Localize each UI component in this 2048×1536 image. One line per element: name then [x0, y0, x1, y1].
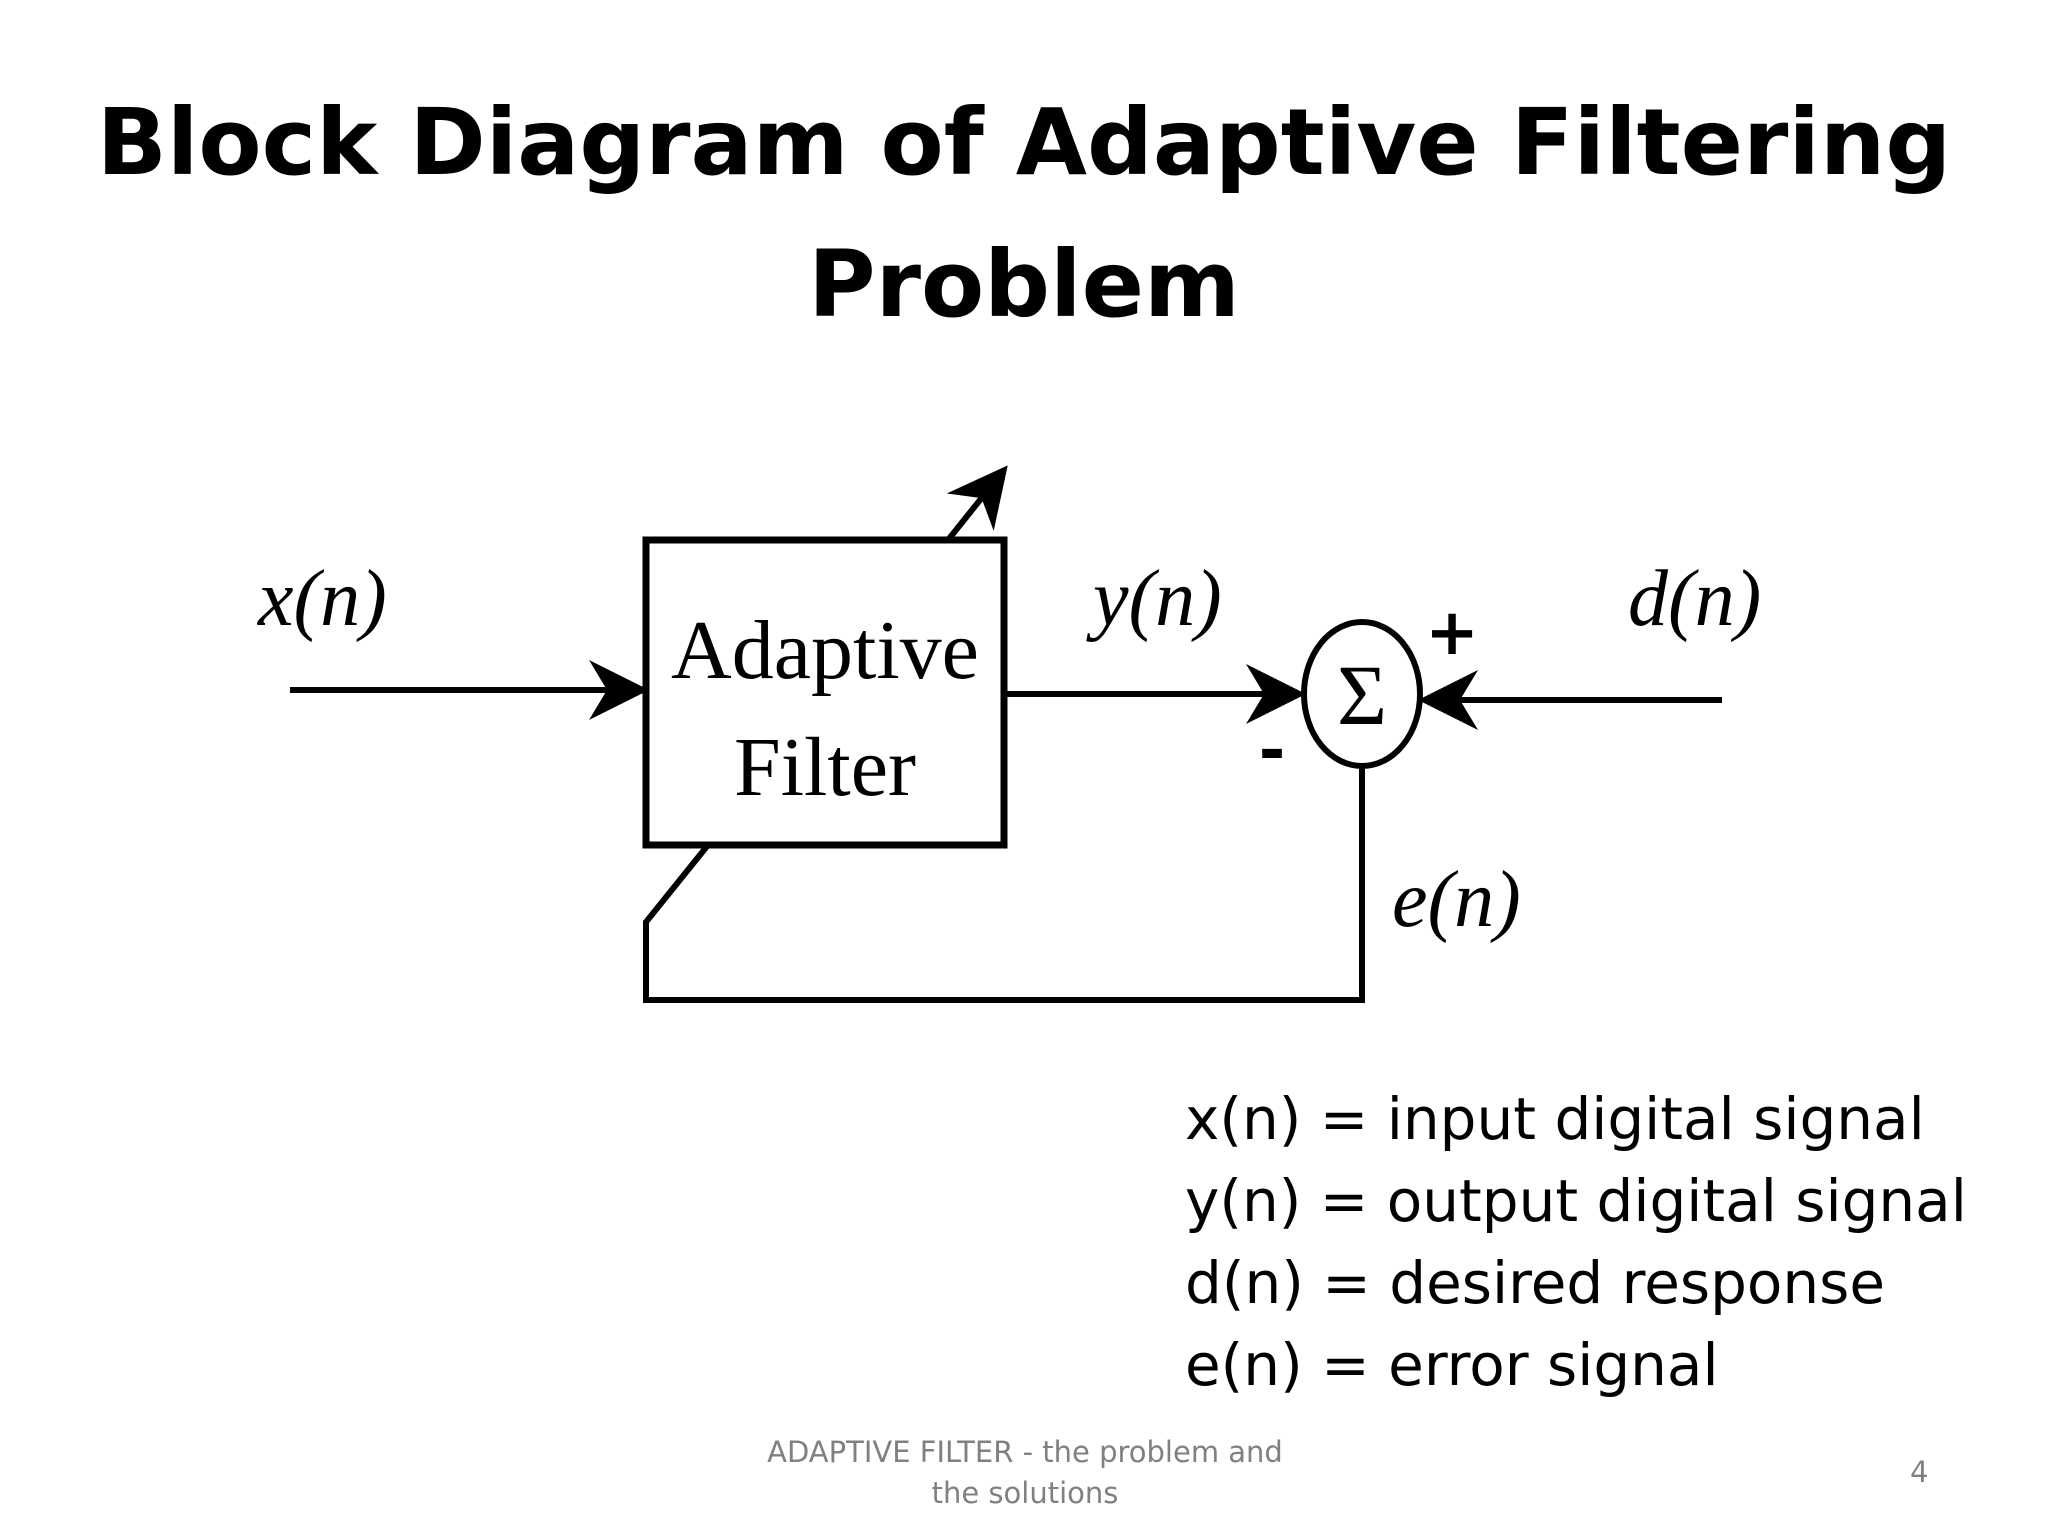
desired-label: d(n) [1628, 555, 1761, 643]
output-label: y(n) [1086, 555, 1222, 643]
error-feedback-path [643, 766, 1365, 1003]
error-label: e(n) [1392, 856, 1521, 944]
adaptation-arrow [945, 465, 1008, 542]
slide-footer: ADAPTIVE FILTER - the problem and the so… [767, 1435, 1283, 1510]
legend-item-desired: d(n) = desired response [1185, 1249, 1886, 1317]
signal-legend: x(n) = input digital signal y(n) = outpu… [1185, 1078, 1967, 1406]
input-label: x(n) [257, 555, 387, 643]
title-line-1: Block Diagram of Adaptive Filtering [96, 89, 1952, 196]
plus-sign: + [1425, 596, 1479, 670]
filter-label-line-2: Filter [734, 721, 916, 814]
legend-item-input: x(n) = input digital signal [1185, 1085, 1925, 1153]
minus-sign: - [1259, 714, 1286, 788]
filter-label-line-1: Adaptive [671, 604, 979, 697]
sigma-symbol: Σ [1337, 647, 1387, 743]
slide-title: Block Diagram of Adaptive Filtering Prob… [0, 72, 2048, 356]
adaptive-filter-block [642, 536, 1008, 849]
legend-item-error: e(n) = error signal [1185, 1331, 1719, 1399]
legend-item-output: y(n) = output digital signal [1185, 1167, 1967, 1235]
page-number: 4 [1910, 1455, 1929, 1489]
title-line-2: Problem [808, 231, 1240, 338]
